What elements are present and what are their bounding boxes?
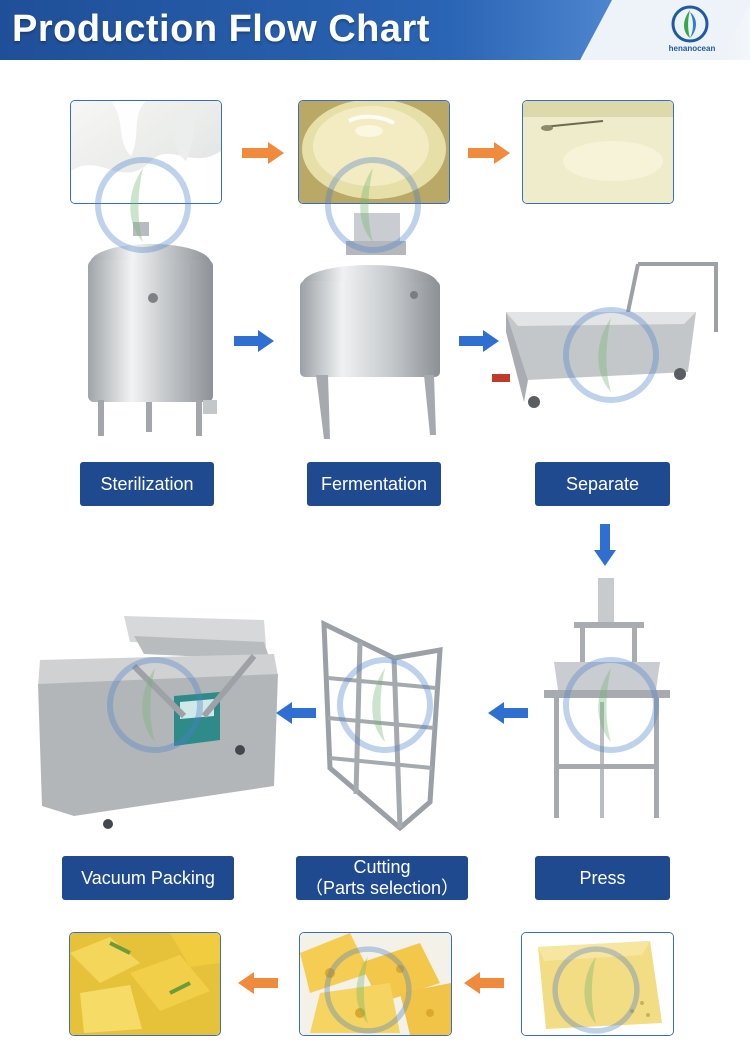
label-sterilization: Sterilization <box>80 462 214 506</box>
brand-name: henanocean <box>668 44 716 53</box>
label-sterilization-text: Sterilization <box>100 473 194 494</box>
sterilization-tank <box>88 222 217 436</box>
vacuum-packing-machine <box>38 616 278 829</box>
cheese-block-photo <box>521 932 674 1036</box>
header-banner: Production Flow Chart henanocean <box>0 0 750 60</box>
label-fermentation: Fermentation <box>307 462 441 506</box>
packaged-cheese-photo <box>69 932 221 1036</box>
henanocean-logo-icon <box>671 5 709 43</box>
cheese-cutter-frame <box>321 619 443 832</box>
label-separate: Separate <box>535 462 670 506</box>
blue-arrow-left <box>488 702 528 724</box>
page-title: Production Flow Chart <box>12 8 430 50</box>
label-vacuum-packing: Vacuum Packing <box>62 856 234 900</box>
curd-photo <box>522 100 674 204</box>
orange-arrow-left <box>464 972 504 994</box>
blue-arrow <box>459 330 499 352</box>
label-cutting-text: Cutting <box>353 857 411 877</box>
label-fermentation-text: Fermentation <box>320 473 428 494</box>
orange-arrow <box>242 142 284 164</box>
cheese-press <box>544 578 670 818</box>
fermentation-tank <box>300 213 440 439</box>
blue-arrow <box>234 330 274 352</box>
separation-trolley <box>492 262 718 408</box>
blue-arrow-left <box>276 702 316 724</box>
orange-arrow <box>468 142 510 164</box>
fermented-milk-photo <box>298 100 450 204</box>
cheese-wedges-photo <box>299 932 452 1036</box>
label-vacuum-packing-text: Vacuum Packing <box>81 867 215 888</box>
milk-photo <box>70 100 222 204</box>
label-press-text: Press <box>579 867 626 888</box>
label-separate-text: Separate <box>565 473 640 494</box>
label-press: Press <box>535 856 670 900</box>
label-cutting: Cutting （Parts selection） <box>296 856 468 900</box>
orange-arrow-left <box>238 972 278 994</box>
label-cutting-subtext: （Parts selection） <box>304 878 460 898</box>
blue-arrow-down <box>594 524 616 566</box>
